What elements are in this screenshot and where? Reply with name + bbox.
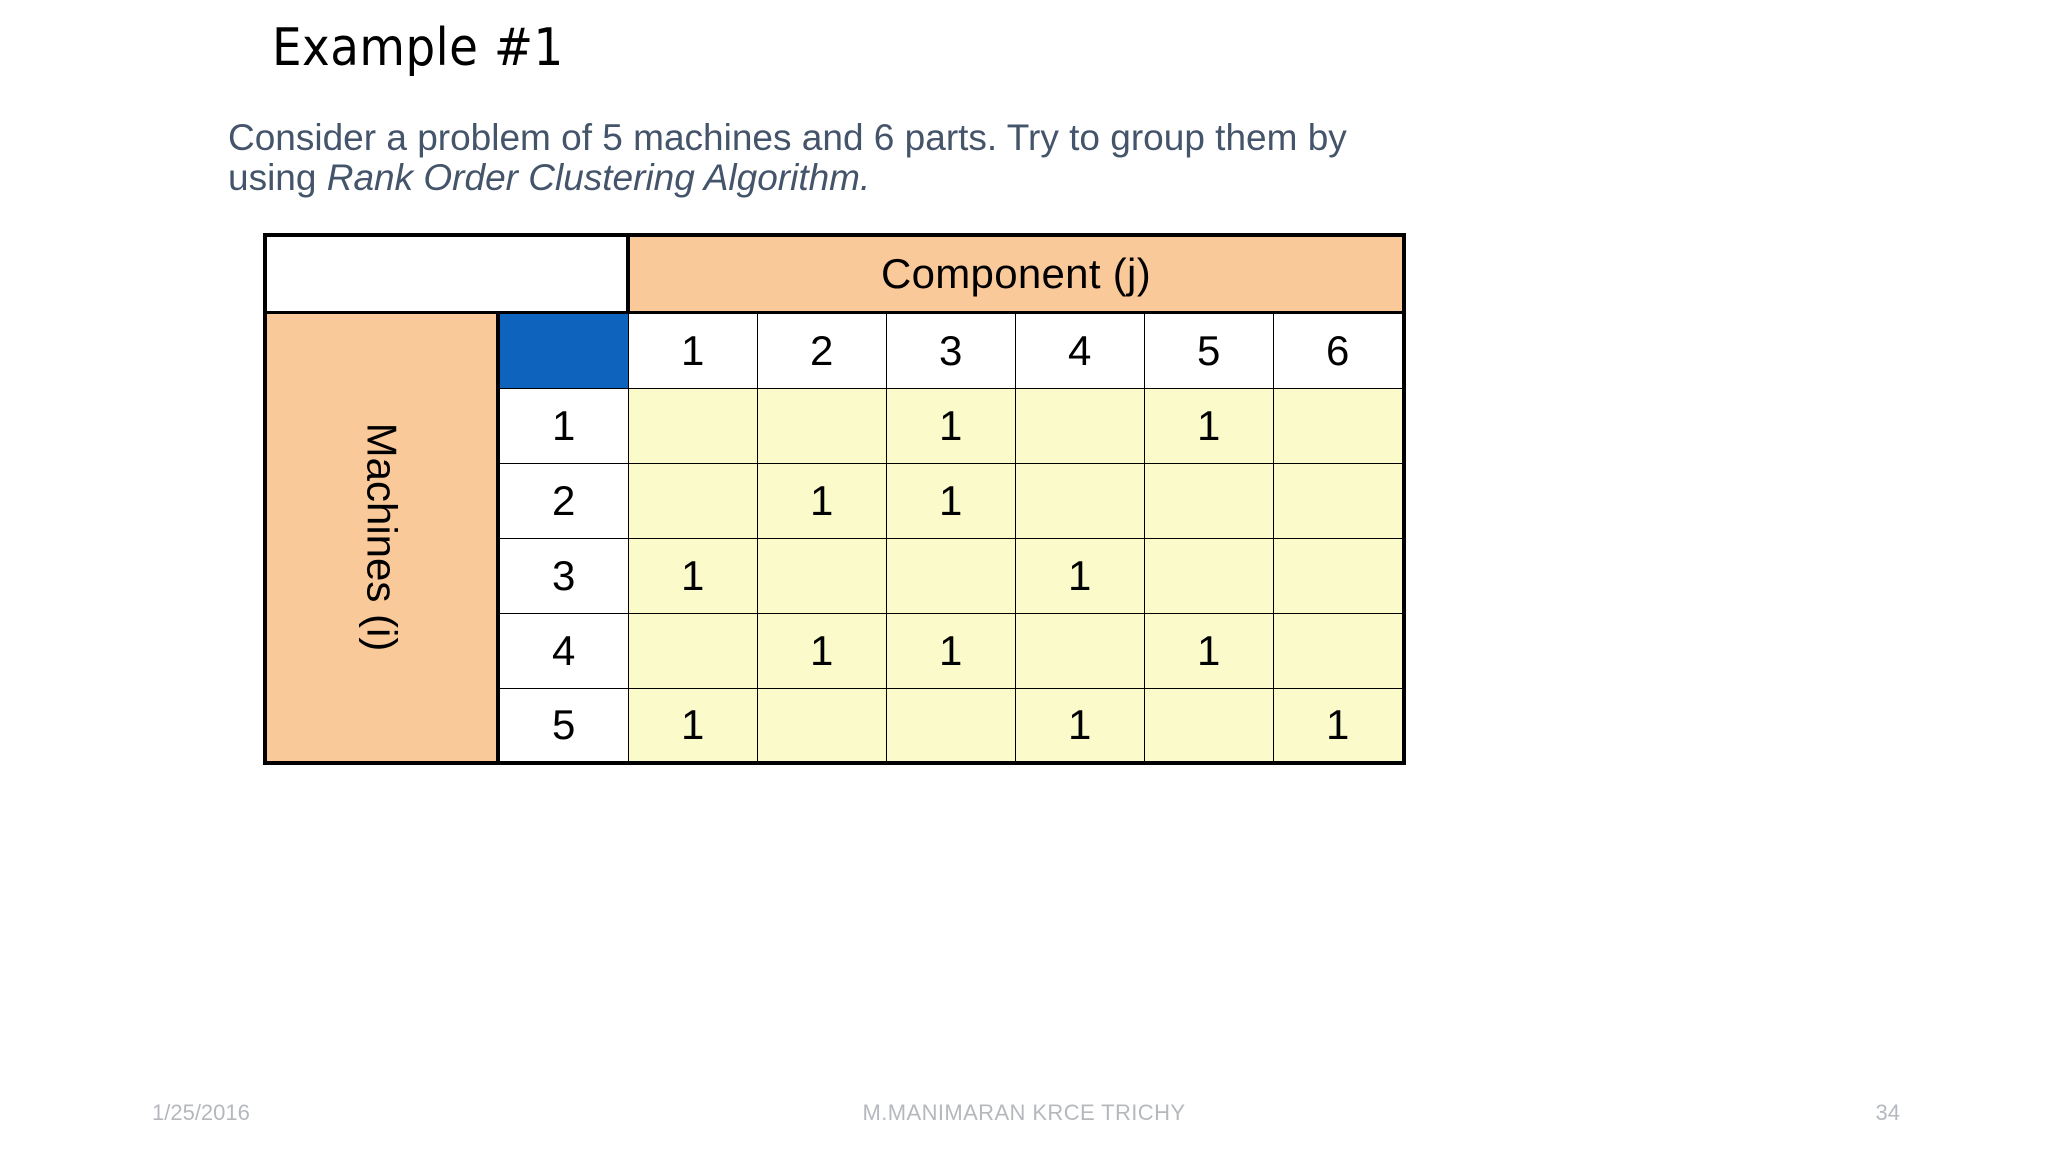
component-col-header-6: 6 [1272,311,1405,389]
machine-row-header-2: 2 [497,462,629,539]
matrix-cell-r3c5 [1143,537,1274,614]
machine-row-header-3: 3 [497,537,629,614]
matrix-cell-r2c2: 1 [756,462,887,539]
matrix-cell-r2c6 [1272,462,1405,539]
machine-component-matrix: Component (j) Machines (i) 1 2 3 4 5 6 1 [263,233,1406,765]
matrix-cell-r1c4 [1014,387,1145,464]
component-axis-header: Component (j) [627,234,1405,314]
matrix-cell-r5c1: 1 [627,687,758,764]
matrix-cell-r2c5 [1143,462,1274,539]
body-paragraph: Consider a problem of 5 machines and 6 p… [228,118,1348,198]
machines-axis-label-text: Machines (i) [358,422,406,652]
matrix-cell-r1c3: 1 [885,387,1016,464]
component-col-header-3: 3 [885,311,1016,389]
matrix-band-row: Component (j) [264,234,1405,314]
matrix-cell-r2c1 [627,462,758,539]
matrix-cell-r3c6 [1272,537,1405,614]
matrix-cell-r4c6 [1272,612,1405,689]
machine-row-header-1: 1 [497,387,629,464]
footer-date: 1/25/2016 [152,1100,250,1125]
matrix-cell-r5c6: 1 [1272,687,1405,764]
matrix-cell-r2c4 [1014,462,1145,539]
component-col-header-2: 2 [756,311,887,389]
footer-attribution: M.MANIMARAN KRCE TRICHY [862,1100,1186,1125]
table-row: 2 1 1 [265,462,1405,539]
matrix-cell-r1c1 [627,387,758,464]
body-text-emphasis: Rank Order Clustering Algorithm. [326,156,871,198]
matrix-cell-r4c2: 1 [756,612,887,689]
matrix-cell-r5c5 [1143,687,1274,764]
matrix-cell-r3c3 [885,537,1016,614]
matrix-cell-r4c1 [627,612,758,689]
matrix-cell-r3c1: 1 [627,537,758,614]
body-text-line1: Consider a problem of 5 machines and 6 p… [228,117,1347,198]
table-row: 3 1 1 [265,537,1405,614]
footer-page-number: 34 [1875,1100,1900,1125]
matrix-cell-r2c3: 1 [885,462,1016,539]
table-row: 5 1 1 1 [265,687,1405,764]
matrix-cell-r4c3: 1 [885,612,1016,689]
matrix-cell-r4c4 [1014,612,1145,689]
matrix-cell-r1c6 [1272,387,1405,464]
matrix-cell-r1c2 [756,387,887,464]
machine-row-header-5: 5 [497,687,629,764]
matrix-cell-r5c4: 1 [1014,687,1145,764]
incidence-matrix: Component (j) Machines (i) 1 2 3 4 5 6 1 [263,233,1406,765]
matrix-corner-blank [264,234,631,314]
matrix-accent-corner [497,311,629,389]
matrix-cell-r5c2 [756,687,887,764]
matrix-cell-r5c3 [885,687,1016,764]
matrix-cell-r3c4: 1 [1014,537,1145,614]
table-row: 1 1 1 [265,387,1405,464]
matrix-column-header-row: Machines (i) 1 2 3 4 5 6 [264,311,1405,764]
component-col-header-1: 1 [627,311,758,389]
slide-footer: 1/25/2016 M.MANIMARAN KRCE TRICHY 34 [0,1100,2048,1140]
component-col-header-4: 4 [1014,311,1145,389]
matrix-cell-r1c5: 1 [1143,387,1274,464]
matrix-cell-r3c2 [756,537,887,614]
component-col-header-5: 5 [1143,311,1274,389]
matrix-cell-r4c5: 1 [1143,612,1274,689]
machines-axis-header: Machines (i) [264,311,500,764]
page-title: Example #1 [272,18,564,78]
machine-row-header-4: 4 [497,612,629,689]
